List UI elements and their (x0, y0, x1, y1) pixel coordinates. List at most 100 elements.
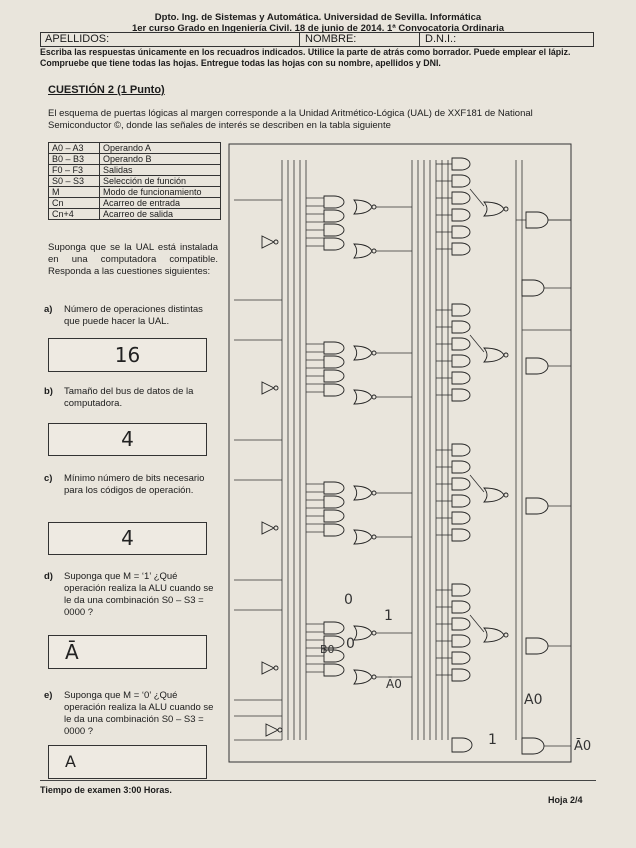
signal-name: M (48, 186, 100, 198)
footer-divider (40, 780, 596, 781)
signal-desc: Acarreo de entrada (99, 197, 221, 209)
and-gate (451, 174, 471, 188)
and-gate (451, 634, 471, 648)
nor-gate (483, 487, 505, 503)
question-title: CUESTIÓN 2 (1 Punto) (48, 84, 165, 96)
answer-c-box[interactable]: 4 (48, 522, 207, 555)
answer-d-value: Ā (65, 640, 79, 664)
and-gate (451, 443, 471, 457)
item-c-label: c) (44, 473, 53, 484)
signal-desc: Operando B (99, 153, 221, 165)
dni-label: D.N.I.: (425, 33, 457, 45)
and-gate (451, 242, 471, 256)
hw-label-one: 1 (384, 608, 393, 624)
and-gate (451, 388, 471, 402)
inverter-gate (265, 723, 280, 737)
question-intro: El esquema de puertas lógicas al margen … (48, 108, 533, 131)
and-gate (451, 191, 471, 205)
and-gate (323, 209, 345, 223)
signal-name: A0 – A3 (48, 142, 100, 154)
and-gate (451, 528, 471, 542)
inverter-bubble (273, 239, 279, 245)
inverter-bubble (273, 665, 279, 671)
schematic-frame (228, 143, 572, 763)
wire (469, 188, 485, 207)
item-b-label: b) (44, 386, 53, 397)
and-gate (451, 225, 471, 239)
inverter-bubble (503, 492, 509, 498)
and-gate (451, 371, 471, 385)
answer-d-box[interactable]: Ā (48, 635, 207, 669)
nor-gate (353, 625, 373, 641)
and-gate (323, 355, 345, 369)
inverter-bubble (273, 525, 279, 531)
item-a-text: Número de operaciones distintas que pued… (64, 304, 203, 327)
inverter-bubble (371, 394, 377, 400)
answer-a-value: 16 (114, 343, 141, 367)
instructions: Escriba las respuestas únicamente en los… (40, 47, 571, 68)
footer-page: Hoja 2/4 (548, 795, 583, 805)
header-line1: Dpto. Ing. de Sistemas y Automática. Uni… (154, 12, 482, 23)
and-gate (323, 635, 345, 649)
item-b-text: Tamaño del bus de datos de la computador… (64, 386, 194, 409)
and-gate (323, 369, 345, 383)
and-gate (451, 337, 471, 351)
and-gate (525, 357, 549, 375)
and-gate (525, 637, 549, 655)
and-gate (323, 195, 345, 209)
inverter-gate (261, 521, 276, 535)
inverter-bubble (273, 385, 279, 391)
inverter-gate (261, 381, 276, 395)
and-gate (521, 279, 545, 297)
and-gate (451, 511, 471, 525)
answer-b-box[interactable]: 4 (48, 423, 207, 456)
and-gate (521, 737, 545, 755)
signal-desc: Salidas (99, 164, 221, 176)
and-gate (451, 477, 471, 491)
and-gate (323, 663, 345, 677)
answer-a-box[interactable]: 16 (48, 338, 207, 372)
and-gate (323, 223, 345, 237)
and-gate (451, 303, 471, 317)
answer-e-box[interactable]: A (48, 745, 207, 779)
nombre-label: NOMBRE: (305, 33, 357, 45)
nor-gate (353, 389, 373, 405)
and-gate (451, 600, 471, 614)
hw-label-a0: A0 (524, 692, 542, 708)
inverter-bubble (371, 350, 377, 356)
inverter-bubble (371, 534, 377, 540)
header-line2: 1er curso Grado en Ingeniería Civil. 18 … (131, 23, 505, 34)
and-gate (451, 583, 471, 597)
item-c-text: Mínimo número de bits necesario para los… (64, 473, 205, 496)
wire (469, 474, 485, 493)
inverter-gate (261, 661, 276, 675)
and-gate (323, 523, 345, 537)
and-gate (451, 617, 471, 631)
signal-name: Cn+4 (48, 208, 100, 220)
and-gate (323, 481, 345, 495)
inverter-bubble (371, 630, 377, 636)
item-a-label: a) (44, 304, 53, 315)
inverter-bubble (503, 352, 509, 358)
signal-name: F0 – F3 (48, 164, 100, 176)
apellidos-label: APELLIDOS: (45, 33, 110, 45)
and-gate (323, 341, 345, 355)
nor-gate (483, 347, 505, 363)
inverter-bubble (371, 248, 377, 254)
hw-label-a0bar-out: Ā0 (574, 739, 591, 754)
alu-schematic: 0 1 B0 0 Ā0 A0 1 Ā0 (228, 143, 591, 763)
and-gate (451, 320, 471, 334)
wire (469, 334, 485, 353)
inverter-bubble (371, 674, 377, 680)
and-gate (525, 211, 549, 229)
inverter-bubble (371, 490, 377, 496)
hw-label-one-b: 1 (488, 732, 497, 748)
answer-e-value: A (65, 752, 76, 771)
item-e-text: Suponga que M = ‘0’ ¿Qué operación reali… (64, 690, 214, 737)
nor-gate (353, 669, 373, 685)
